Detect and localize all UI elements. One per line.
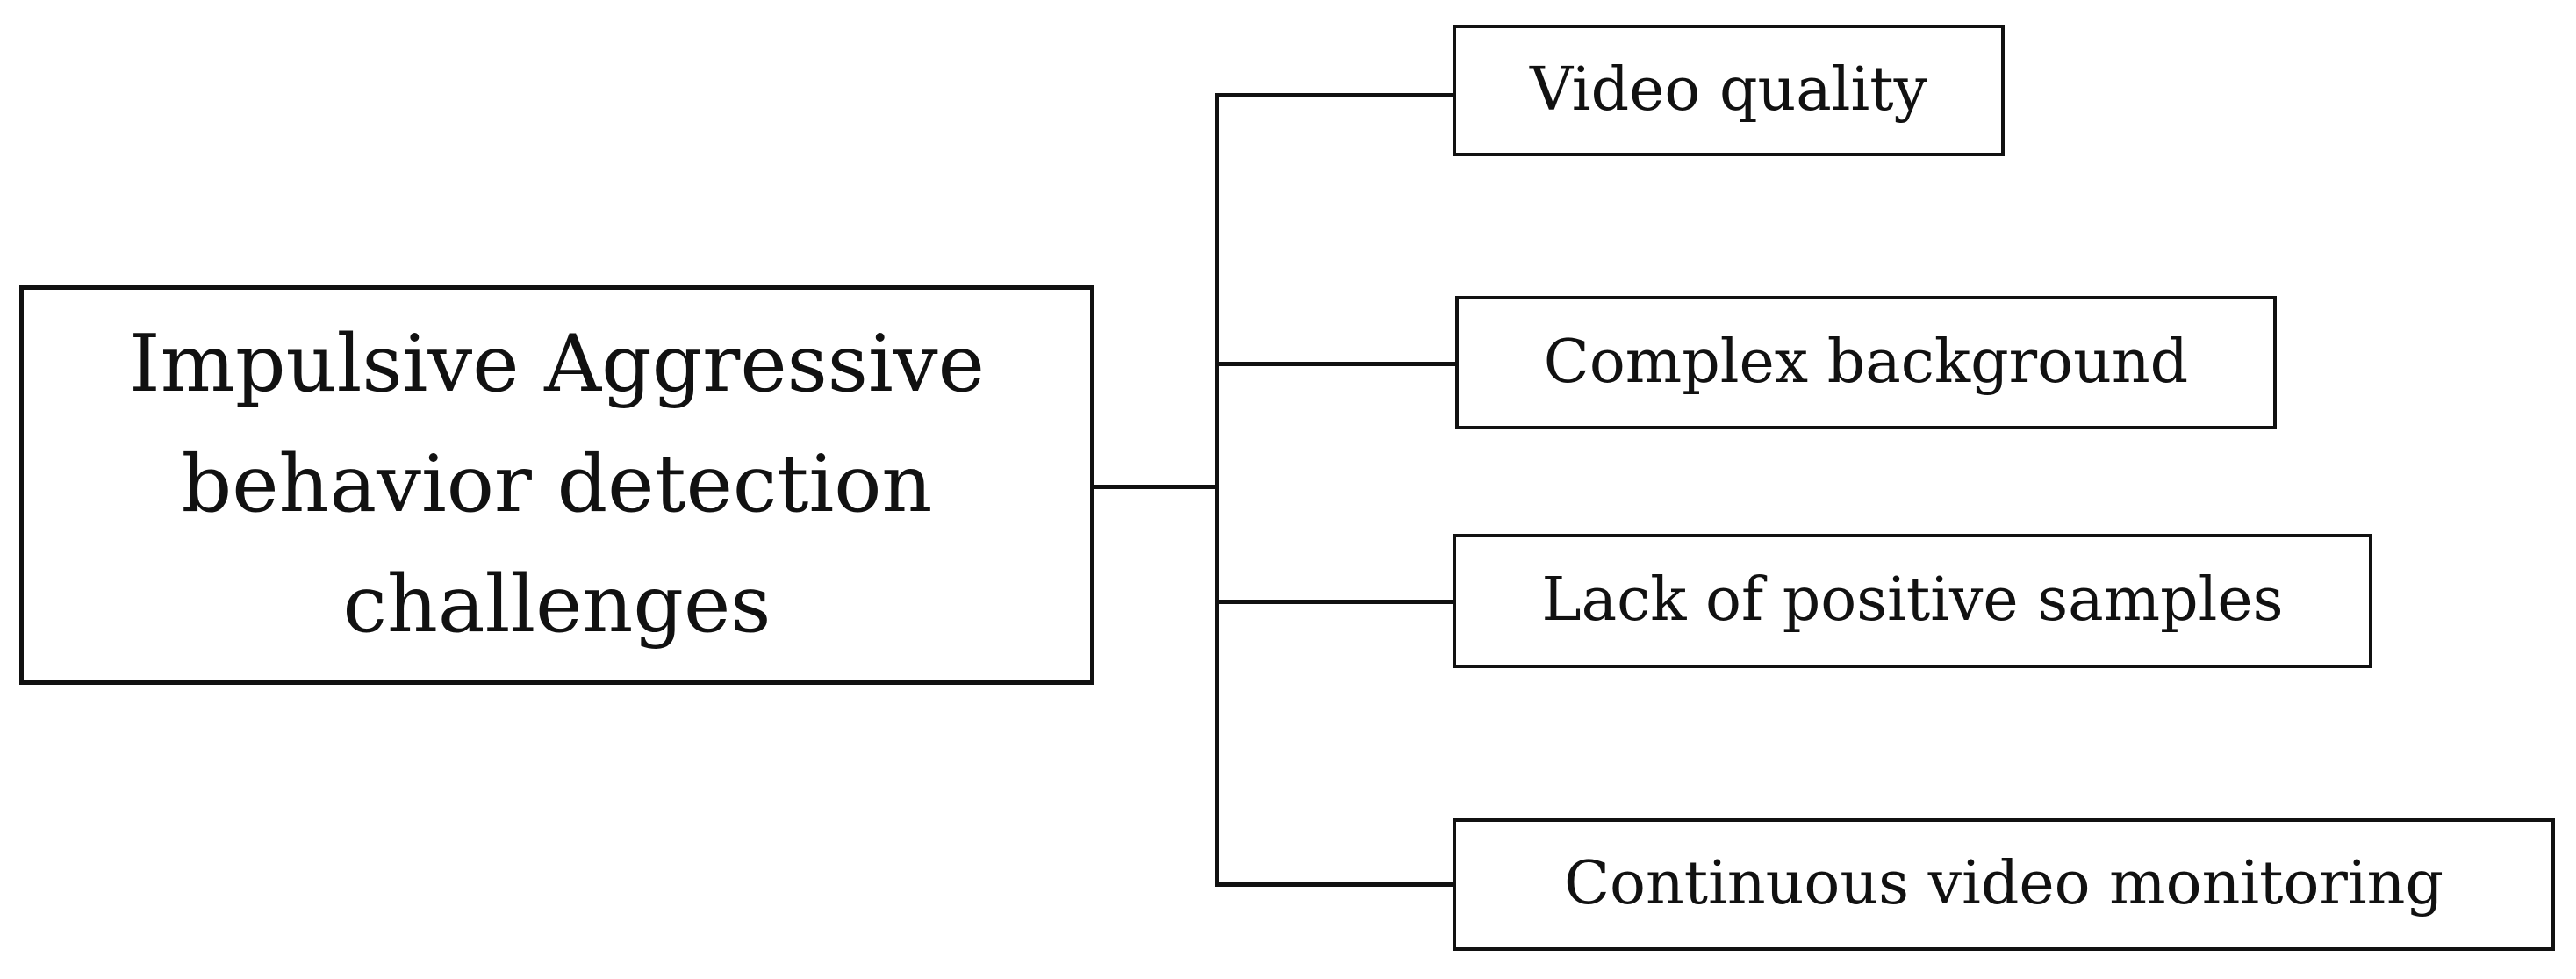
leaf-node-lack-of-positive-samples: Lack of positive samples	[1453, 534, 2372, 668]
leaf-node-continuous-video-monitoring: Continuous video monitoring	[1453, 818, 2555, 951]
root-node-challenges: Impulsive Aggressive behavior detection …	[19, 285, 1094, 685]
connector-trunk	[1215, 93, 1219, 887]
connector-branch-continuous-monitoring	[1219, 882, 1453, 887]
leaf-label-continuous-video-monitoring: Continuous video monitoring	[1564, 849, 2443, 919]
connector-branch-complex-background	[1219, 362, 1455, 366]
root-node-label: Impulsive Aggressive behavior detection …	[129, 318, 985, 651]
leaf-label-lack-of-positive-samples: Lack of positive samples	[1541, 565, 2284, 636]
connector-root-stub	[1094, 485, 1216, 489]
connector-branch-video-quality	[1219, 93, 1453, 97]
leaf-node-video-quality: Video quality	[1453, 25, 2005, 156]
leaf-label-video-quality: Video quality	[1529, 54, 1928, 125]
connector-branch-lack-of-samples	[1219, 600, 1453, 604]
leaf-label-complex-background: Complex background	[1543, 327, 2189, 397]
leaf-node-complex-background: Complex background	[1455, 296, 2277, 429]
